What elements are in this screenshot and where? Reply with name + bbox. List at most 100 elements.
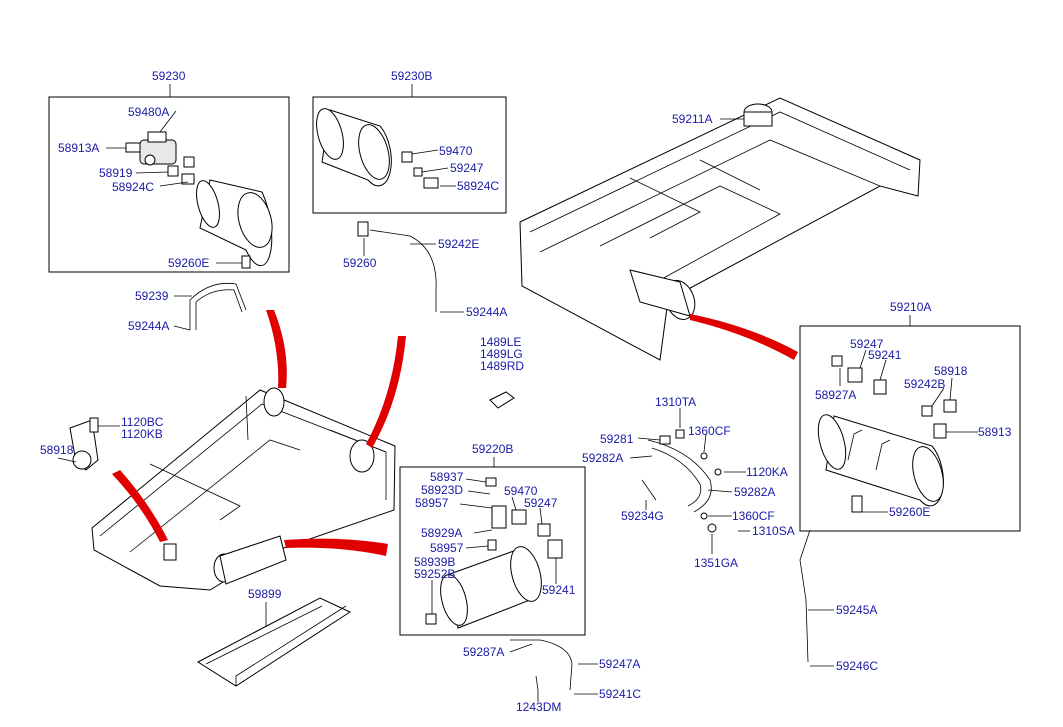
- strap-assembly-59282a: 1310TA 59281 1360CF 59282A 1120KA 59282A…: [582, 395, 795, 570]
- label-59282a-1[interactable]: 59282A: [582, 451, 623, 465]
- label-1120kb[interactable]: 1120KB: [121, 427, 163, 441]
- label-1360cf-2[interactable]: 1360CF: [732, 509, 775, 523]
- label-59260e-1[interactable]: 59260E: [168, 256, 209, 270]
- red-arrow-1: [266, 310, 287, 388]
- label-1351ga[interactable]: 1351GA: [694, 556, 738, 570]
- label-59252b[interactable]: 59252B: [414, 567, 455, 581]
- label-59211a[interactable]: 59211A: [672, 112, 712, 126]
- frame-right: 59211A: [519, 97, 921, 361]
- label-58919[interactable]: 58919: [99, 166, 133, 180]
- label-58957-1[interactable]: 58957: [415, 496, 449, 510]
- red-arrow-5: [690, 314, 798, 360]
- label-58913[interactable]: 58913: [978, 425, 1012, 439]
- label-59247-1[interactable]: 59247: [450, 161, 484, 175]
- label-59241c[interactable]: 59241C: [599, 687, 641, 701]
- label-59260e-2[interactable]: 59260E: [889, 505, 930, 519]
- strap-1489: 1489LE 1489LG 1489RD: [480, 335, 524, 409]
- label-58937[interactable]: 58937: [430, 470, 464, 484]
- label-1489lg[interactable]: 1489LG: [480, 347, 523, 361]
- fitting-58918-b: [943, 399, 957, 413]
- label-59245a[interactable]: 59245A: [836, 603, 877, 617]
- fitting-59242b: [921, 405, 933, 417]
- group-label-59210a[interactable]: 59210A: [890, 300, 931, 314]
- label-58957-2[interactable]: 58957: [430, 541, 464, 555]
- fitting-58957: [487, 539, 497, 551]
- label-1489le[interactable]: 1489LE: [480, 335, 521, 349]
- group-label-59230b[interactable]: 59230B: [391, 69, 432, 83]
- label-59234g[interactable]: 59234G: [621, 509, 664, 523]
- group-59220b: 59220B 58937 58923D 59470 58957 59247 58…: [399, 442, 586, 636]
- label-59247a[interactable]: 59247A: [599, 657, 640, 671]
- label-1310sa[interactable]: 1310SA: [752, 524, 795, 538]
- label-58927a[interactable]: 58927A: [815, 388, 856, 402]
- fitting-58924c: [423, 177, 439, 189]
- group-59210a: 59210A 59247 59241 58927A 58918 59242B 5…: [799, 300, 1021, 532]
- air-tank-59210a: [817, 414, 944, 507]
- group-label-59220b[interactable]: 59220B: [472, 442, 513, 456]
- relief-valve-part: [125, 131, 195, 185]
- pipe-59247a: 59287A 59247A 1243DM 59241C: [463, 639, 641, 714]
- label-59242e[interactable]: 59242E: [438, 237, 479, 251]
- fitting-58919: [167, 165, 179, 177]
- fitting-59241-c: [547, 539, 563, 559]
- air-tank-59230: [196, 179, 273, 267]
- pipe-59245a: 59245A 59246C: [799, 529, 878, 673]
- label-1243dm[interactable]: 1243DM: [516, 700, 561, 714]
- label-58918-2[interactable]: 58918: [934, 364, 968, 378]
- red-arrow-2: [366, 336, 406, 448]
- drain-valve-59260e-2: [851, 495, 863, 513]
- fitting-59247-b: [847, 367, 863, 383]
- group-box-59210a: [799, 325, 1021, 532]
- label-58939b[interactable]: 58939B: [414, 555, 455, 569]
- label-59244a-2[interactable]: 59244A: [466, 305, 507, 319]
- group-label-59230[interactable]: 59230: [152, 69, 186, 83]
- label-58913a[interactable]: 58913A: [58, 141, 99, 155]
- label-1120bc[interactable]: 1120BC: [121, 415, 164, 429]
- label-1310ta[interactable]: 1310TA: [655, 395, 696, 409]
- group-box-59230b: [312, 96, 507, 214]
- label-58924c-2[interactable]: 58924C: [457, 179, 499, 193]
- label-59470-2[interactable]: 59470: [504, 484, 538, 498]
- fitting-59241-b: [873, 379, 887, 395]
- label-59247-3[interactable]: 59247: [524, 496, 558, 510]
- label-59239[interactable]: 59239: [135, 289, 169, 303]
- label-59242b[interactable]: 59242B: [904, 377, 945, 391]
- label-58923d[interactable]: 58923D: [421, 483, 463, 497]
- drain-valve-59260e: [241, 255, 251, 269]
- label-59260[interactable]: 59260: [343, 256, 377, 270]
- label-59899[interactable]: 59899: [248, 587, 282, 601]
- fitting-59247-c: [537, 523, 551, 537]
- label-59287a[interactable]: 59287A: [463, 645, 504, 659]
- fitting-58913: [933, 423, 947, 439]
- label-1489rd[interactable]: 1489RD: [480, 359, 524, 373]
- air-tank-59230b: [316, 108, 392, 187]
- label-59244a-1[interactable]: 59244A: [128, 319, 169, 333]
- label-1120ka[interactable]: 1120KA: [746, 465, 788, 479]
- label-59480a[interactable]: 59480A: [128, 105, 169, 119]
- pipe-59242e: 59242E 59260 59244A: [343, 221, 507, 319]
- label-59281[interactable]: 59281: [600, 432, 634, 446]
- label-59241-2[interactable]: 59241: [542, 583, 576, 597]
- label-59247-2[interactable]: 59247: [850, 337, 884, 351]
- air-tank-59220b: [440, 546, 542, 629]
- red-arrow-3: [112, 470, 168, 542]
- valve-58918-left: 1120BC 1120KB 58918: [40, 415, 164, 471]
- fitting-58927a: [831, 355, 843, 367]
- label-1360cf-1[interactable]: 1360CF: [688, 424, 731, 438]
- label-59470-1[interactable]: 59470: [439, 144, 473, 158]
- label-58929a[interactable]: 58929A: [421, 526, 462, 540]
- bracket-59239: 59239 59244A: [128, 282, 247, 333]
- fitting-58939b: [425, 613, 437, 625]
- group-59230b: 59230B 59470 59247 58924C: [312, 69, 507, 214]
- label-58918-1[interactable]: 58918: [40, 443, 74, 457]
- fitting-58937: [485, 477, 497, 487]
- group-box-59230: [48, 96, 290, 273]
- label-59282a-2[interactable]: 59282A: [734, 485, 775, 499]
- bracket-59899: 59899: [197, 587, 352, 687]
- fitting-59470-b: [511, 509, 527, 525]
- label-59246c[interactable]: 59246C: [836, 659, 878, 673]
- label-59241-1[interactable]: 59241: [868, 348, 902, 362]
- label-58924c-1[interactable]: 58924C: [112, 180, 154, 194]
- group-box-59220b: [399, 466, 586, 636]
